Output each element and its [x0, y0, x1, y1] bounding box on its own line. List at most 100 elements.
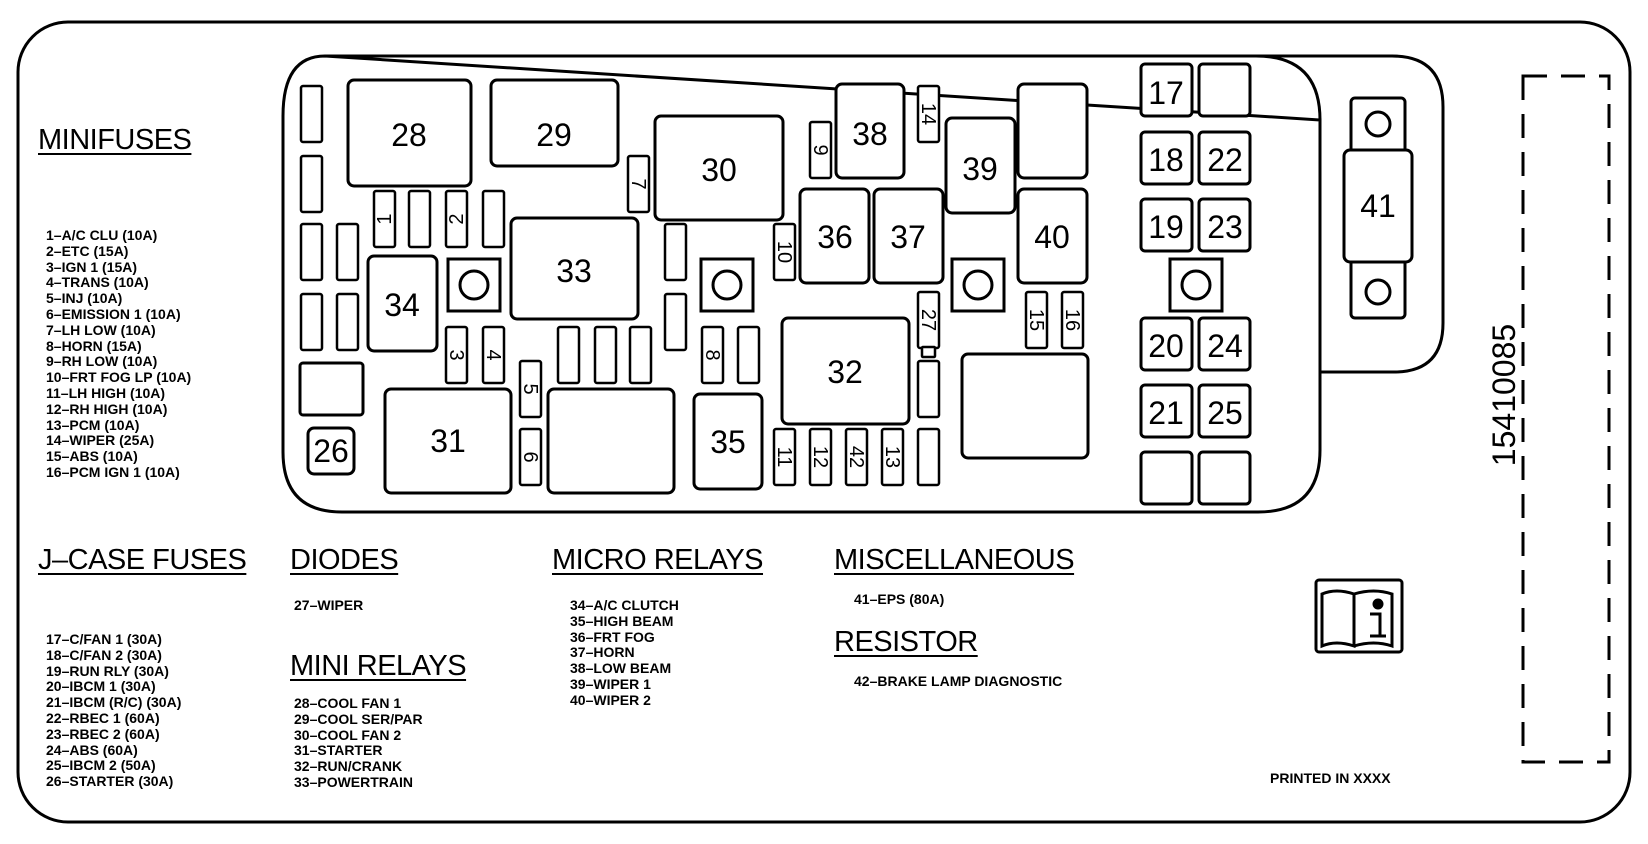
label-38: 38: [852, 116, 888, 152]
list-item: 15–ABS (10A): [46, 448, 138, 465]
list-item: 41–EPS (80A): [854, 591, 945, 607]
list-item: 7–LH LOW (10A): [46, 321, 156, 338]
mini-relays-list: 28–COOL FAN 1 29–COOL SER/PAR 30–COOL FA…: [294, 695, 423, 791]
relay-38: [834, 82, 906, 180]
blank-relay-c: [960, 352, 1090, 460]
label-33: 33: [556, 253, 592, 289]
manual-info-icon: [1314, 578, 1404, 654]
fuse-label-27: 27: [917, 309, 939, 331]
minifuses-list: 1–A/C CLU (10A) 2–ETC (15A) 3–IGN 1 (15A…: [46, 227, 192, 481]
list-item: 1–A/C CLU (10A): [46, 227, 158, 243]
relay-33: [509, 216, 640, 321]
fuse-label-11: 11: [773, 447, 795, 468]
label-30: 30: [701, 152, 737, 188]
outer-border: [16, 20, 1632, 824]
part-number: 15410085: [1486, 324, 1522, 466]
blank-relay-b: [1016, 82, 1089, 180]
label-41: 41: [1360, 188, 1396, 224]
heading-jcase-fuses: J–CASE FUSES: [38, 544, 247, 576]
fuse-label-5: 5: [519, 383, 541, 394]
list-item: 37–HORN: [570, 644, 635, 661]
fuse-label-42: 42: [845, 446, 867, 468]
list-item: 29–COOL SER/PAR: [294, 710, 423, 727]
misc-list: 41–EPS (80A): [854, 591, 945, 608]
label-17: 17: [1148, 75, 1184, 111]
fuse-label-16: 16: [1061, 309, 1083, 331]
relay-37: [872, 187, 945, 285]
list-item: 40–WIPER 2: [570, 691, 651, 708]
heading-miscellaneous: MISCELLANEOUS: [834, 544, 1075, 576]
list-item: 4–TRANS (10A): [46, 274, 149, 291]
relay-31: [383, 387, 513, 495]
list-item: 16–PCM IGN 1 (10A): [46, 463, 180, 480]
relay-39: [944, 116, 1017, 215]
list-item: 34–A/C CLUTCH: [570, 597, 679, 613]
fuse-label-12: 12: [809, 446, 831, 468]
list-item: 35–HIGH BEAM: [570, 612, 674, 629]
list-item: 28–COOL FAN 1: [294, 695, 402, 711]
label-22: 22: [1207, 142, 1243, 178]
mounting-studs: [446, 257, 1224, 313]
label-34: 34: [384, 287, 420, 323]
list-item: 24–ABS (60A): [46, 741, 138, 758]
label-20: 20: [1148, 328, 1184, 364]
fuse-label-3: 3: [445, 349, 467, 360]
label-40: 40: [1034, 219, 1070, 255]
jcase-fuse-squares: [1139, 62, 1252, 506]
micro-relays-list: 34–A/C CLUTCH 35–HIGH BEAM 36–FRT FOG 37…: [570, 597, 679, 709]
label-18: 18: [1148, 142, 1184, 178]
heading-micro-relays: MICRO RELAYS: [552, 544, 764, 576]
label-36: 36: [817, 219, 853, 255]
unlabeled-slots: [299, 84, 941, 487]
relay-36: [798, 187, 871, 285]
label-35: 35: [710, 424, 746, 460]
heading-mini-relays: MINI RELAYS: [290, 650, 467, 682]
fuse-block-outline: [281, 54, 1445, 514]
label-25: 25: [1207, 395, 1243, 431]
fuse-label-9: 9: [809, 144, 831, 155]
relay-32: [780, 316, 911, 426]
fuse-label-14: 14: [917, 103, 939, 125]
fuse-label-8: 8: [701, 349, 723, 360]
list-item: 32–RUN/CRANK: [294, 758, 403, 775]
mega-fuse-41: [1342, 96, 1414, 320]
list-item: 18–C/FAN 2 (30A): [46, 646, 162, 663]
blank-relay-a: [546, 387, 676, 495]
list-item: 30–COOL FAN 2: [294, 726, 402, 743]
printed-in-text: PRINTED IN XXXX: [1270, 770, 1391, 786]
list-item: 38–LOW BEAM: [570, 660, 672, 677]
list-item: 20–IBCM 1 (30A): [46, 678, 156, 695]
list-item: 6–EMISSION 1 (10A): [46, 305, 181, 322]
label-31: 31: [430, 423, 466, 459]
relay-35: [692, 392, 764, 491]
label-21: 21: [1148, 395, 1184, 431]
label-19: 19: [1148, 209, 1184, 245]
label-23: 23: [1207, 209, 1243, 245]
list-item: 14–WIPER (25A): [46, 432, 155, 449]
fuse-label-10: 10: [773, 241, 795, 263]
heading-diodes: DIODES: [290, 544, 399, 576]
fuse-label-6: 6: [519, 451, 541, 462]
list-item: 22–RBEC 1 (60A): [46, 709, 160, 726]
jcase-list: 17–C/FAN 1 (30A) 18–C/FAN 2 (30A) 19–RUN…: [46, 631, 182, 790]
list-item: 13–PCM (10A): [46, 416, 140, 433]
blank-relay-d: [298, 361, 365, 417]
list-item: 10–FRT FOG LP (10A): [46, 369, 192, 386]
label-37: 37: [890, 219, 926, 255]
fuse-label-4: 4: [482, 349, 504, 360]
fuse-label-13: 13: [881, 446, 903, 468]
fuse-label-15: 15: [1025, 309, 1047, 331]
heading-resistor: RESISTOR: [834, 626, 978, 658]
list-item: 5–INJ (10A): [46, 290, 123, 307]
diodes-list: 27–WIPER: [294, 597, 364, 614]
list-item: 9–RH LOW (10A): [46, 353, 158, 370]
list-item: 19–RUN RLY (30A): [46, 662, 169, 679]
list-item: 33–POWERTRAIN: [294, 773, 414, 790]
resistor-list: 42–BRAKE LAMP DIAGNOSTIC: [854, 673, 1062, 690]
relay-boxes: [298, 78, 1090, 495]
list-item: 2–ETC (15A): [46, 242, 129, 259]
list-item: 27–WIPER: [294, 597, 364, 613]
list-item: 21–IBCM (R/C) (30A): [46, 694, 182, 711]
list-item: 12–RH HIGH (10A): [46, 400, 168, 417]
